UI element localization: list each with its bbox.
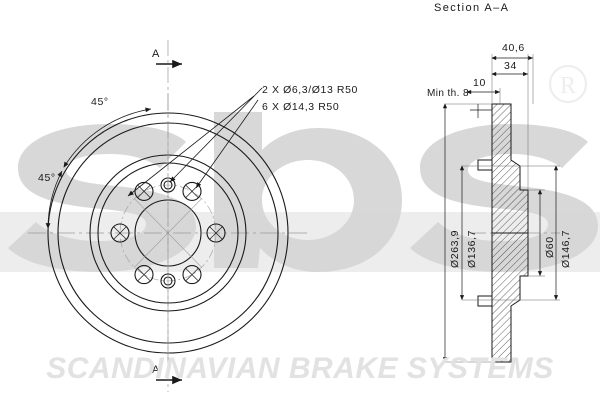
section-marker-top: A: [152, 48, 160, 60]
bolt-hole: [182, 265, 202, 285]
section-view: [442, 54, 560, 363]
front-view: [28, 40, 308, 392]
dimension-inner-diameter: Ø136,7: [466, 229, 478, 268]
section-title: Section A–A: [434, 2, 510, 14]
dimension-center-bore: Ø60: [544, 236, 556, 258]
angle-label-lower: 45°: [38, 172, 56, 184]
section-profile-upper: [491, 103, 529, 234]
brand-footer: SCANDINAVIAN BRAKE SYSTEMS: [46, 352, 554, 385]
bolt-hole: [206, 223, 226, 243]
svg-text:R: R: [560, 73, 576, 99]
bolt-hole: [110, 223, 130, 243]
min-thickness-label: Min th. 8: [427, 88, 469, 99]
section-line-markers: [156, 59, 182, 385]
callout-bolt-holes: 6 X Ø14,3 R50: [262, 101, 340, 113]
dimension-offset-34: 34: [504, 60, 517, 72]
section-hat-outline: [477, 104, 529, 362]
dimension-overall-width: 40,6: [502, 42, 525, 54]
callout-threaded-holes: 2 X Ø6,3/Ø13 R50: [262, 84, 358, 96]
dimension-offset-10: 10: [473, 77, 486, 89]
registered-trademark-icon: R: [548, 64, 588, 104]
angle-dimension-arcs: [45, 107, 152, 229]
min-thickness-leader: [470, 104, 492, 118]
dimension-bolt-circle: Ø146,7: [560, 229, 572, 268]
bolt-hole: [134, 265, 154, 285]
callout-leader-lines: [127, 87, 263, 197]
bolt-hole: [134, 181, 154, 201]
section-diameter-dimensions: [442, 103, 560, 363]
dimension-outer-diameter: Ø263,9: [449, 229, 461, 268]
section-width-dimensions: [466, 54, 534, 190]
section-marker-bottom: A: [152, 364, 160, 376]
section-profile-lower: [491, 232, 529, 363]
angle-label-upper: 45°: [91, 96, 109, 108]
